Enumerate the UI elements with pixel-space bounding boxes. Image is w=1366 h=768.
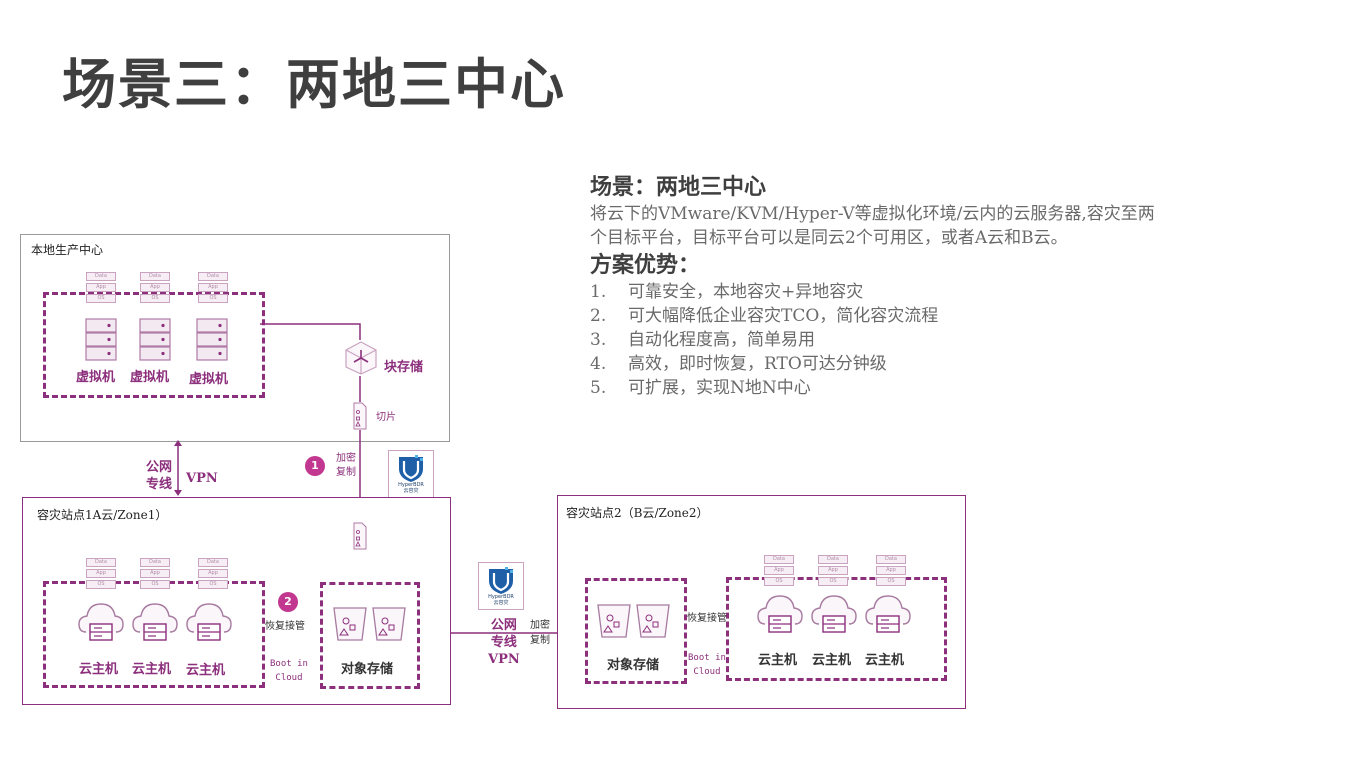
hyperbdr-logo: HyperBDR 云容灾	[388, 450, 434, 498]
hyperbdr-logo: HyperBDR 云容灾	[478, 562, 524, 610]
link1-label: 公网 专线	[146, 460, 173, 492]
step-2-badge: 2	[278, 592, 298, 612]
cloud-host-label: 云主机	[865, 653, 905, 668]
block-storage-label: 块存储	[384, 360, 424, 375]
site-b-title: 容灾站点2（B云/Zone2）	[566, 506, 709, 520]
block-storage-icon	[345, 341, 377, 375]
cloud-host-icon	[186, 603, 232, 641]
advantage-item: 2.可大幅降低企业容灾TCO，简化容灾流程	[590, 306, 939, 326]
recover-label: 恢复接管	[265, 621, 305, 632]
object-storage-label: 对象存储	[341, 662, 394, 677]
cloud-host-icon	[811, 595, 857, 633]
site-a-title: 容灾站点1A云/Zone1）	[37, 508, 168, 522]
object-storage-bucket-icon	[636, 604, 670, 638]
shield-icon	[489, 567, 513, 594]
local-center-title: 本地生产中心	[31, 243, 104, 257]
hyperbdr-logo-text: HyperBDR 云容灾	[488, 594, 514, 606]
boot-in-cloud-label: Boot in Cloud	[688, 653, 726, 677]
object-storage-bucket-icon	[333, 607, 367, 641]
cloud-host-label: 云主机	[812, 653, 852, 668]
page-title: 场景三：两地三中心	[62, 52, 566, 116]
server-icon	[196, 318, 228, 361]
description-panel: 场景：两地三中心 将云下的VMware/KVM/Hyper-V等虚拟化环境/云内…	[590, 172, 1170, 400]
site-a-zone1: 容灾站点1A云/Zone1）	[22, 497, 451, 705]
object-storage-bucket-icon	[372, 607, 406, 641]
server-icon	[139, 318, 171, 361]
cloud-host-icon	[132, 603, 178, 641]
cloud-host-icon	[757, 595, 803, 633]
link2-encrypt-label: 加密 复制	[530, 620, 550, 646]
server-icon	[85, 318, 117, 361]
advantage-item: 5.可扩展，实现N地N中心	[590, 378, 811, 398]
object-storage-group	[585, 578, 687, 684]
object-storage-group	[320, 582, 420, 689]
slice-file-icon	[353, 522, 367, 550]
link1-vpn-label: VPN	[186, 471, 218, 486]
cloud-host-icon	[78, 603, 124, 641]
link1-encrypt-label: 加密 复制	[336, 453, 356, 478]
link2-label: 公网 专线 VPN	[488, 618, 520, 667]
cloud-host-label: 云主机	[132, 662, 172, 677]
recover-label: 恢复接管	[687, 613, 727, 624]
advantages-list: 1.可靠安全，本地容灾+异地容灾 2.可大幅降低企业容灾TCO，简化容灾流程 3…	[590, 280, 1170, 400]
object-storage-bucket-icon	[597, 604, 631, 638]
step-1-badge: 1	[305, 456, 325, 476]
shield-icon	[399, 455, 423, 482]
advantage-item: 4.高效，即时恢复，RTO可达分钟级	[590, 354, 887, 374]
vm-group	[43, 292, 265, 398]
boot-in-cloud-label: Boot in Cloud	[270, 659, 308, 683]
vm-label: 虚拟机	[130, 370, 170, 385]
description-heading: 场景：两地三中心	[590, 174, 767, 200]
advantage-item: 1.可靠安全，本地容灾+异地容灾	[590, 282, 864, 302]
slice-file-icon	[353, 402, 367, 430]
cloud-host-label: 云主机	[186, 663, 226, 678]
hyperbdr-logo-text: HyperBDR 云容灾	[398, 482, 424, 494]
slice-label: 切片	[376, 412, 396, 423]
cloud-host-label: 云主机	[79, 662, 119, 677]
object-storage-label: 对象存储	[607, 658, 660, 673]
advantages-heading: 方案优势：	[590, 252, 701, 278]
vm-label: 虚拟机	[189, 372, 229, 387]
advantage-item: 3.自动化程度高，简单易用	[590, 330, 815, 350]
description-text: 将云下的VMware/KVM/Hyper-V等虚拟化环境/云内的云服务器,容灾至…	[590, 204, 1155, 248]
vm-label: 虚拟机	[76, 370, 116, 385]
cloud-host-icon	[865, 595, 911, 633]
cloud-host-label: 云主机	[758, 653, 798, 668]
